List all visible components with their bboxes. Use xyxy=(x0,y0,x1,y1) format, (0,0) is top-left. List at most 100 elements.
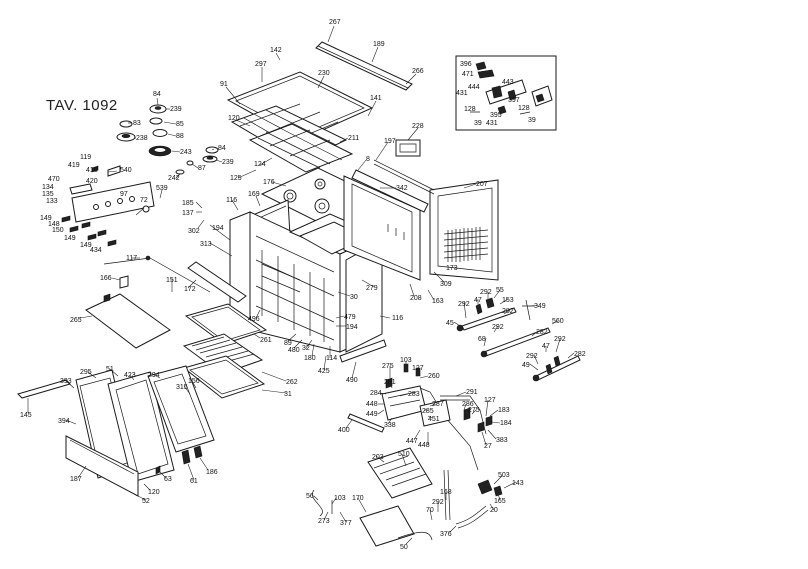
callout-292c: 292 xyxy=(492,324,504,331)
callout-27: 27 xyxy=(484,443,492,450)
callout-55: 55 xyxy=(496,287,504,294)
cover-plate-228 xyxy=(395,139,421,157)
callout-434: 434 xyxy=(90,247,102,254)
back-panel-207 xyxy=(429,179,499,281)
callout-315: 315 xyxy=(176,384,188,391)
callout-142: 142 xyxy=(270,47,282,54)
callout-185: 185 xyxy=(182,200,194,207)
callout-143: 143 xyxy=(512,480,524,487)
fittings-503 xyxy=(477,479,503,497)
callout-125: 125 xyxy=(230,175,242,182)
callout-238: 238 xyxy=(136,135,148,142)
callout-32: 32 xyxy=(302,345,310,352)
callout-114: 114 xyxy=(326,355,337,362)
callout-292d: 292 xyxy=(554,336,566,343)
callout-173: 173 xyxy=(446,265,458,272)
callout-137: 137 xyxy=(182,210,194,217)
callout-539: 539 xyxy=(156,185,168,192)
callout-128: 128 xyxy=(464,106,476,113)
callout-431b: 431 xyxy=(486,120,498,127)
callout-165: 165 xyxy=(494,498,506,505)
callout-265: 265 xyxy=(70,317,82,324)
callout-243: 243 xyxy=(180,149,192,156)
callout-151: 151 xyxy=(166,277,178,284)
callout-496: 496 xyxy=(248,316,260,323)
callout-128b: 128 xyxy=(518,105,530,112)
callout-239b: 239 xyxy=(222,159,234,166)
callout-127: 127 xyxy=(412,365,424,372)
callout-150: 150 xyxy=(52,227,64,234)
callout-117: 117 xyxy=(126,255,137,262)
callout-397: 397 xyxy=(508,97,520,104)
callout-425: 425 xyxy=(318,368,330,375)
callout-282b: 282 xyxy=(536,329,548,336)
callout-295: 295 xyxy=(80,369,92,376)
callout-31: 31 xyxy=(284,391,292,398)
callout-211: 211 xyxy=(348,135,359,142)
callout-273: 273 xyxy=(318,518,330,525)
callout-448b: 448 xyxy=(418,442,430,449)
callout-282c: 282 xyxy=(574,351,586,358)
callout-70: 70 xyxy=(426,507,434,514)
callout-176: 176 xyxy=(263,179,275,186)
callout-376: 376 xyxy=(440,531,452,538)
callout-302: 302 xyxy=(188,228,200,235)
callout-183: 183 xyxy=(498,407,510,414)
callout-197: 197 xyxy=(384,138,396,145)
callout-51: 51 xyxy=(106,366,114,373)
callout-194b: 194 xyxy=(346,324,358,331)
callout-149b: 149 xyxy=(64,235,76,242)
callout-383: 383 xyxy=(496,437,508,444)
callout-120: 120 xyxy=(228,115,240,122)
table-title: TAV. 1092 xyxy=(46,97,118,114)
callout-8: 8 xyxy=(366,156,370,163)
callout-443: 443 xyxy=(502,79,514,86)
bottom-plate-265 xyxy=(85,275,171,349)
callout-285: 285 xyxy=(422,408,434,415)
callout-120b: 120 xyxy=(148,489,160,496)
callout-83: 83 xyxy=(133,120,141,127)
callout-309: 309 xyxy=(440,281,452,288)
callout-47b: 47 xyxy=(542,343,550,350)
callout-503: 503 xyxy=(498,472,510,479)
callout-172: 172 xyxy=(184,286,196,293)
callout-313: 313 xyxy=(200,241,212,248)
callout-149: 149 xyxy=(40,215,52,222)
callout-267: 267 xyxy=(329,19,341,26)
callout-423: 423 xyxy=(124,372,136,379)
callout-84b: 84 xyxy=(218,145,226,152)
detail-inset-frame xyxy=(455,55,557,131)
callout-342: 342 xyxy=(396,185,408,192)
callout-88: 88 xyxy=(176,133,184,140)
callout-540: 540 xyxy=(120,167,132,174)
callout-91: 91 xyxy=(220,81,228,88)
callout-189: 189 xyxy=(373,41,385,48)
callout-228: 228 xyxy=(412,123,424,130)
callout-377: 377 xyxy=(340,520,352,527)
top-rail-189 xyxy=(315,41,413,91)
callout-149c: 149 xyxy=(80,242,92,249)
callout-420: 420 xyxy=(86,178,98,185)
callout-207: 207 xyxy=(476,181,488,188)
callout-284: 284 xyxy=(370,390,382,397)
callout-141: 141 xyxy=(370,95,382,102)
control-panel-97 xyxy=(69,165,155,223)
callout-297: 297 xyxy=(255,61,267,68)
gas-rail-117 xyxy=(103,255,211,293)
pan-supports-124-125 xyxy=(230,103,354,173)
callout-72: 72 xyxy=(140,197,148,204)
callout-395: 395 xyxy=(490,112,502,119)
knobs-149 xyxy=(61,215,117,247)
callout-451: 451 xyxy=(428,416,440,423)
oven-trays xyxy=(182,303,268,399)
callout-292e: 292 xyxy=(526,353,538,360)
callout-292b: 292 xyxy=(480,289,492,296)
callout-239: 239 xyxy=(170,106,182,113)
callout-127b: 127 xyxy=(484,397,496,404)
callout-230: 230 xyxy=(318,70,330,77)
callout-480: 480 xyxy=(288,347,300,354)
callout-103b: 103 xyxy=(334,495,346,502)
callout-169: 169 xyxy=(248,191,260,198)
callout-186: 186 xyxy=(206,469,218,476)
